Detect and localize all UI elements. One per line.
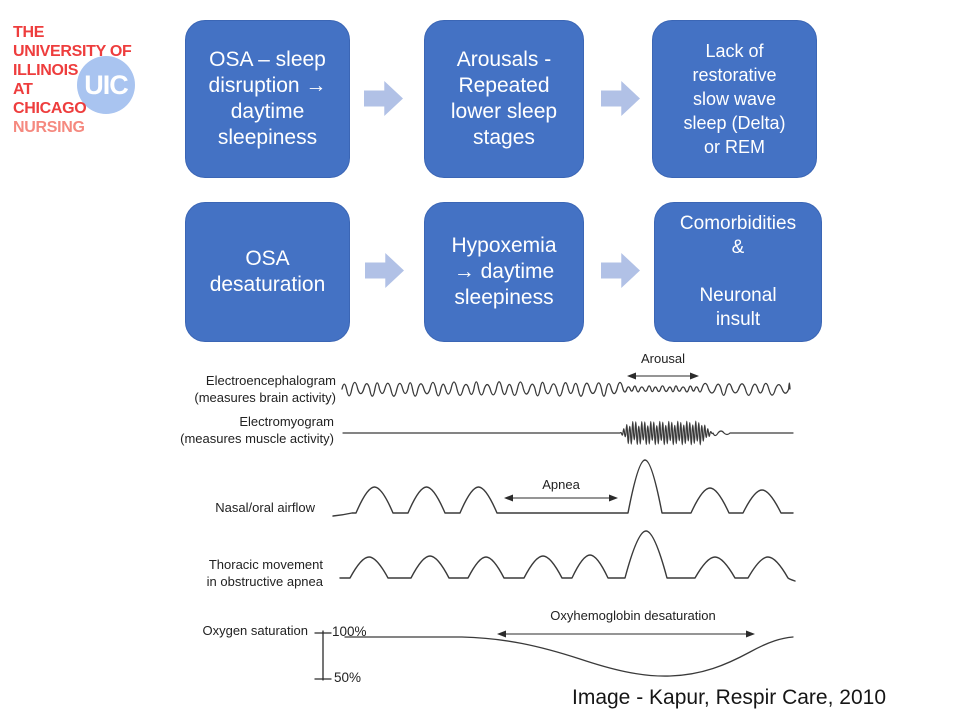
eeg-trace — [341, 381, 791, 397]
arousal-arrow-left-head — [627, 372, 636, 380]
apnea-arrow-right-head — [609, 494, 618, 502]
flow-box-comorbidities: Comorbidities & Neuronal insult — [654, 202, 822, 342]
oxyhemoglobin-desaturation-annotation: Oxyhemoglobin desaturation — [550, 608, 716, 623]
oxygen-saturation-label: Oxygen saturation — [202, 623, 308, 638]
flow-box-sleep-disruption: OSA – sleep disruption → daytime sleepin… — [185, 20, 350, 178]
emg-label: Electromyogram (measures muscle activity… — [180, 414, 334, 446]
uic-badge-text: UIC — [84, 69, 128, 100]
arousal-annotation: Arousal — [640, 351, 686, 366]
arousal-arrow-right-head — [690, 372, 699, 380]
apnea-arrow-left-head — [504, 494, 513, 502]
thoracic-trace — [339, 530, 796, 582]
image-citation: Image - Kapur, Respir Care, 2010 — [572, 686, 886, 709]
airflow-label: Nasal/oral airflow — [215, 500, 315, 515]
flow-box-hypoxemia: Hypoxemia → daytime sleepiness — [424, 202, 584, 342]
sat-50-label: 50% — [334, 670, 362, 685]
sat-100-label: 100% — [332, 624, 367, 639]
thoracic-label: Thoracic movement in obstructive apnea — [206, 557, 323, 589]
logo-nursing-label: NURSING — [13, 119, 85, 136]
flow-box-lack-restorative-sleep: Lack of restorative slow wave sleep (Del… — [652, 20, 817, 178]
oxygen-saturation-trace — [344, 636, 794, 677]
uic-badge: UIC — [77, 56, 135, 114]
apnea-annotation: Apnea — [542, 477, 580, 492]
oxy-desaturation-arrow-right-head — [746, 630, 755, 638]
uic-nursing-logo: UIC THE UNIVERSITY OF ILLINOIS AT CHICAG… — [13, 23, 173, 143]
saturation-scale-bar — [314, 630, 332, 681]
eeg-label: Electroencephalogram (measures brain act… — [194, 373, 336, 405]
airflow-trace — [332, 459, 794, 517]
emg-trace — [342, 420, 794, 446]
flow-box-arousals: Arousals - Repeated lower sleep stages — [424, 20, 584, 178]
logo-wordmark: THE UNIVERSITY OF ILLINOIS AT CHICAGO — [13, 24, 132, 117]
oxy-desaturation-arrow-left-head — [497, 630, 506, 638]
flow-box-osa-desaturation: OSA desaturation — [185, 202, 350, 342]
